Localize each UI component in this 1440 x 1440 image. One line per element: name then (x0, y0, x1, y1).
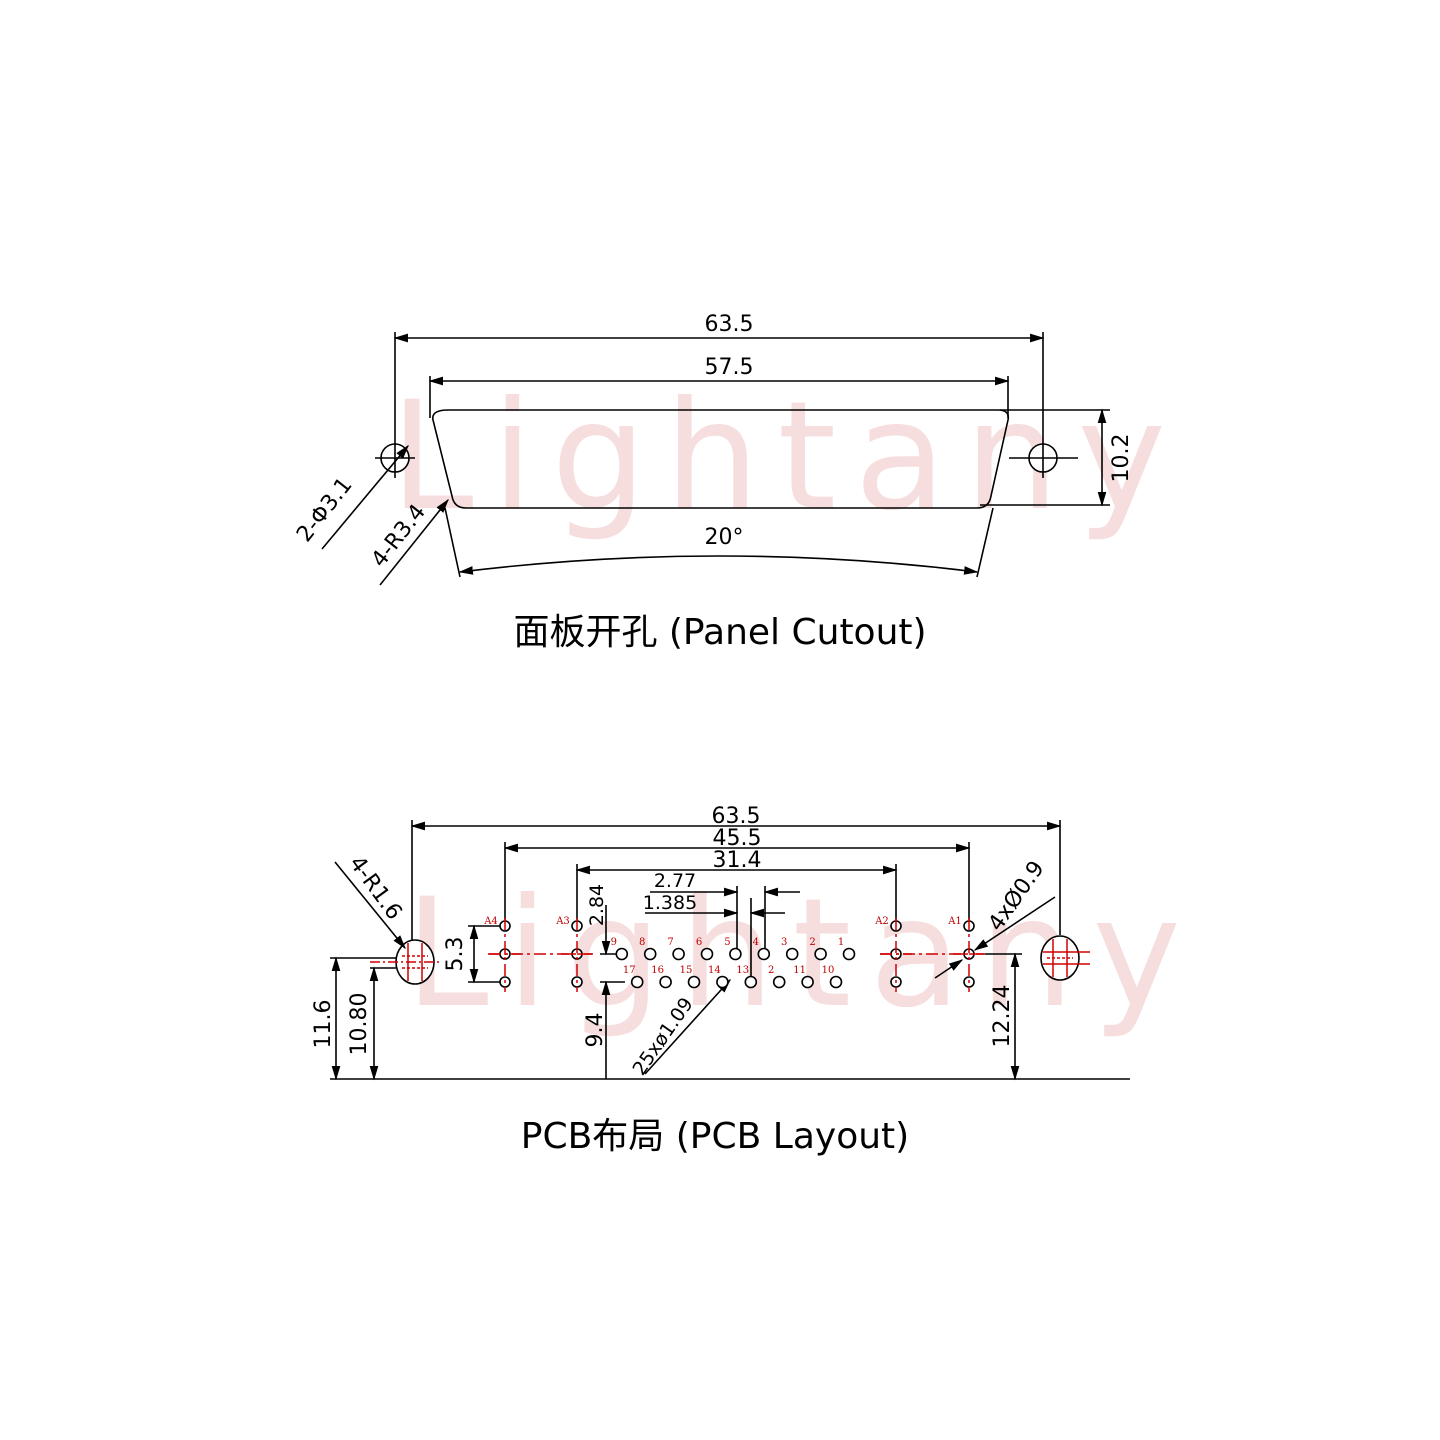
panel-cutout-title: 面板开孔 (Panel Cutout) (513, 612, 926, 653)
pin-hole-row1 (700, 947, 714, 961)
pin-label: 13 (736, 965, 749, 976)
pcb-dim-offset: 1.385 (643, 892, 697, 914)
pin-label: 3 (781, 937, 787, 948)
pcb-dim-overall: 63.5 (712, 804, 761, 829)
pin-label: 10 (822, 965, 835, 976)
pin-hole-row2 (687, 975, 701, 989)
coax-label: A3 (555, 916, 570, 927)
pin-label: 8 (639, 937, 645, 948)
pin-label: 11 (793, 965, 806, 976)
pcb-dim-pitch: 2.77 (654, 870, 696, 892)
signal-pin-holes: 1 2 3 4 5 6 7 8 9 10 11 2 13 14 15 16 17 (611, 937, 856, 989)
pcb-dim-h3: 9.4 (583, 1013, 608, 1048)
pin-label: 2 (809, 937, 815, 948)
pin-hole-row1 (643, 947, 657, 961)
pcb-dim-row: 2.84 (586, 884, 608, 926)
pin-hole-row2 (630, 975, 644, 989)
pin-hole-row2 (772, 975, 786, 989)
pcb-dim-h2: 10.80 (347, 993, 372, 1056)
pin-label: 16 (651, 965, 664, 976)
pin-hole-row2 (716, 975, 729, 989)
panel-dim-height: 10.2 (1109, 434, 1134, 483)
pcb-dim-h4: 12.24 (990, 985, 1015, 1048)
pcb-mount-slot-left-centerlines (370, 943, 440, 981)
pcb-dim-mount: 45.5 (713, 826, 762, 851)
pin-label: 15 (680, 965, 693, 976)
watermark-bottom: Lightany (405, 867, 1199, 1041)
coax-label: A4 (483, 916, 498, 927)
watermark-top: Lightany (390, 370, 1184, 544)
pin-hole-row1 (615, 947, 629, 961)
panel-dim-angle: 20° (705, 525, 744, 550)
coax-label: A2 (874, 916, 889, 927)
pin-hole-row1 (785, 947, 799, 961)
pin-hole-row1 (672, 947, 685, 961)
pin-hole-row2 (744, 975, 758, 989)
pin-label: 2 (768, 965, 774, 976)
pcb-layout-view: 63.5 45.5 31.4 2.77 1.385 2.84 9.4 5.3 (311, 804, 1130, 1157)
coax-contact-holes: A1 A2 A3 A4 (483, 916, 985, 992)
pin-label: 5 (724, 937, 730, 948)
pin-hole-row2 (659, 975, 672, 989)
pin-hole-row1 (757, 947, 771, 961)
pin-hole-row2 (829, 975, 843, 989)
pin-label: 1 (838, 937, 844, 948)
pcb-dim-inner: 31.4 (713, 848, 762, 873)
pin-hole-row1 (842, 947, 856, 961)
pin-hole-row1 (729, 947, 742, 961)
pcb-dim-mount-hole: 4-R1.6 (344, 852, 407, 925)
pin-label: 4 (753, 937, 759, 948)
pin-hole-row1 (814, 947, 827, 961)
pin-label: 6 (696, 937, 702, 948)
panel-dim-cutout: 57.5 (705, 355, 754, 380)
pin-hole-row2 (801, 975, 814, 989)
pin-label: 9 (611, 937, 617, 948)
pin-label: 17 (623, 965, 636, 976)
pin-label: 14 (708, 965, 721, 976)
panel-dim-overall: 63.5 (705, 312, 754, 337)
pcb-dim-col: 5.3 (443, 937, 468, 972)
pcb-layout-title: PCB布局 (PCB Layout) (521, 1116, 909, 1157)
panel-dim-hole: 2-Φ3.1 (292, 473, 357, 547)
pin-label: 7 (667, 937, 673, 948)
pcb-dim-h1: 11.6 (311, 1000, 336, 1049)
pcb-mount-slot-right-centerlines (1043, 939, 1090, 977)
coax-label: A1 (947, 916, 962, 927)
